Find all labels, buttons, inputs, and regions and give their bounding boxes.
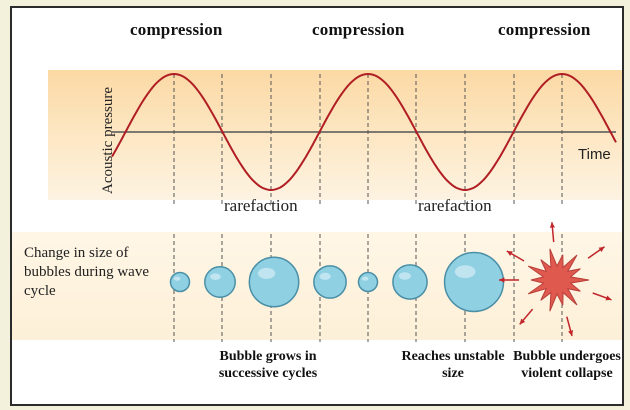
burst-arrow-head-2 [598, 246, 605, 252]
bubble-highlight-1 [173, 276, 181, 281]
bubble-6 [392, 264, 428, 300]
pressure-wave-band [48, 70, 622, 200]
caption-violent-collapse: Bubble undergoes violent collapse [513, 349, 621, 381]
bubble-5 [357, 271, 379, 293]
burst-arrow-head-5 [519, 318, 526, 325]
bubble-highlight-4 [319, 272, 331, 280]
bubble-highlight-5 [361, 276, 369, 281]
bubble-size-caption: Change in size of bubbles during wave cy… [24, 245, 149, 299]
cycle-gridlines [173, 74, 563, 342]
pressure-wave-curve [111, 72, 617, 191]
bubble-highlight-6 [398, 272, 411, 280]
caption-unstable-size: Reaches unstable size [401, 349, 505, 381]
bubble-highlight-2 [210, 273, 221, 281]
burst-arrow-head-1 [549, 222, 555, 228]
bubble-7 [443, 251, 505, 313]
rarefaction-label-2: rarefaction [418, 196, 492, 215]
bubble-sequence [169, 251, 505, 313]
burst-arrow-head-3 [605, 295, 612, 301]
bubble-3 [248, 256, 300, 308]
collapse-burst [499, 222, 612, 337]
rarefaction-label-1: rarefaction [224, 196, 298, 215]
bubble-4 [313, 265, 347, 299]
burst-arrow-head-4 [568, 330, 574, 336]
bubble-2 [204, 266, 236, 298]
burst-arrow-head-0 [506, 251, 513, 256]
burst-arrow-head-6 [499, 277, 505, 283]
x-axis-label: Time [578, 146, 611, 163]
compression-label-3: compression [498, 20, 591, 39]
burst-star [527, 248, 590, 312]
diagram-panel: compression compression compression rare… [10, 6, 624, 406]
bubble-highlight-3 [257, 267, 276, 279]
diagram-graphics [111, 72, 617, 342]
caption-bubble-grows: Bubble grows in successive cycles [218, 349, 318, 381]
compression-label-1: compression [130, 20, 223, 39]
compression-label-2: compression [312, 20, 405, 39]
bubble-1 [169, 271, 191, 293]
bubble-highlight-7 [454, 265, 476, 279]
